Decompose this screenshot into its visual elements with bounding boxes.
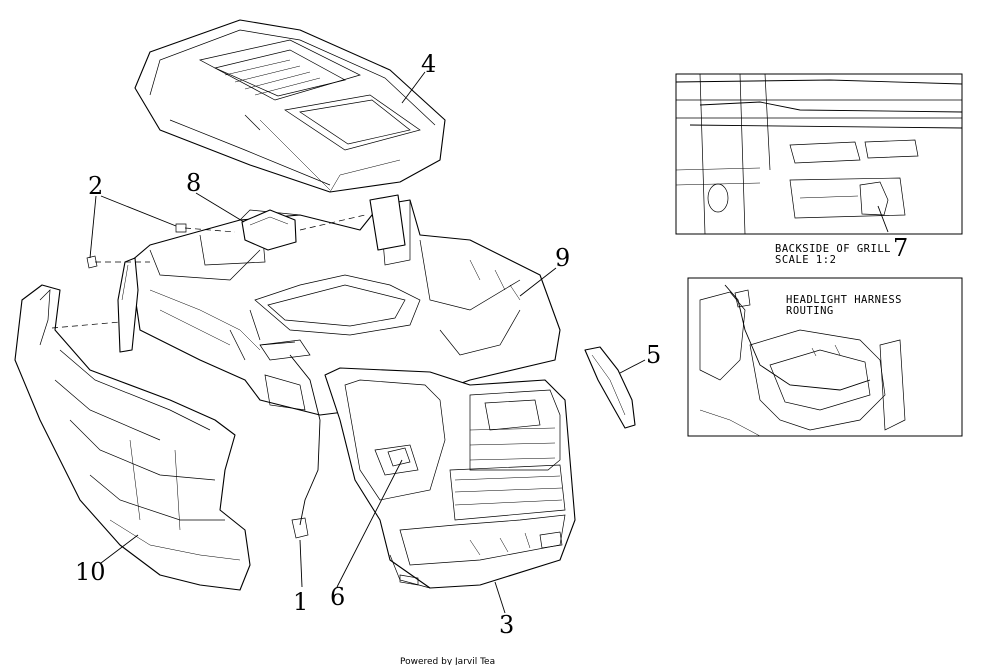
hood [134,19,446,193]
clip-6 [387,447,411,467]
assembly-lines [51,214,366,329]
side-panel-left [14,284,251,591]
callout-10: 10 [75,558,106,586]
callout-1: 1 [293,588,308,616]
fasteners [86,223,187,269]
callout-6: 6 [330,583,345,611]
callout-7: 7 [893,234,908,262]
leaders [89,71,646,614]
dash-panel [129,199,561,416]
footer-text: Powered by Jarvil Tea [400,657,495,665]
grill-note-line2: SCALE 1:2 [775,254,836,266]
callout-9: 9 [555,244,570,272]
callout-8: 8 [186,169,201,197]
detail-backside-of-grill [675,73,963,235]
post-9 [369,194,406,251]
callout-5: 5 [646,341,661,369]
grill-note-line1: BACKSIDE OF GRILL [775,243,891,255]
front-grill [324,367,576,589]
side-bezel-right [584,346,636,429]
callout-4: 4 [421,50,436,78]
callout-3: 3 [499,611,514,639]
bracket-8 [241,209,297,251]
left-bracket [117,257,139,353]
wiring-harness [259,341,321,539]
harness-note-line2: ROUTING [786,305,834,317]
callout-2: 2 [88,172,103,200]
detail-headlight-harness [687,277,963,437]
harness-note-line1: HEADLIGHT HARNESS [786,294,902,306]
